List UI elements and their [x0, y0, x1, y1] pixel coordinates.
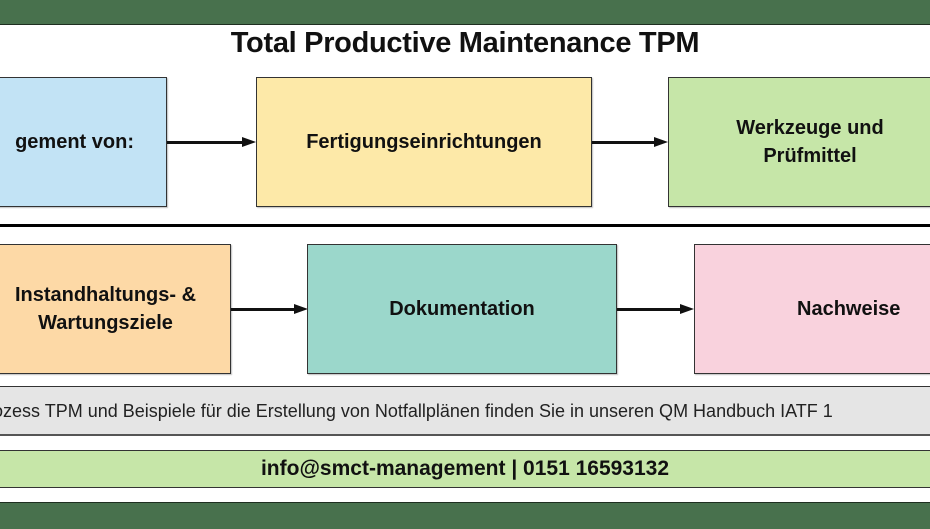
box-werkzeuge-pruefmittel: Werkzeuge und Prüfmittel: [668, 77, 930, 207]
arrow-right-icon: [592, 135, 668, 149]
contact-text: info@smct-management | 0151 16593132: [260, 457, 670, 480]
box-label: Dokumentation: [389, 298, 535, 320]
box-dokumentation: Dokumentation: [307, 244, 617, 374]
box-instandhaltungsziele: Instandhaltungs- & Wartungsziele: [0, 244, 231, 374]
top-band: [0, 0, 930, 25]
box-management-von: gement von:: [0, 77, 167, 207]
box-label: Fertigungseinrichtungen: [306, 131, 542, 153]
bottom-band: [0, 502, 930, 529]
box-label: Werkzeuge und Prüfmittel: [736, 117, 884, 167]
box-label: Nachweise: [797, 298, 901, 320]
info-bar: ozess TPM und Beispiele für die Erstellu…: [0, 386, 930, 436]
contact-bar: info@smct-management | 0151 16593132: [0, 450, 930, 488]
box-label: Instandhaltungs- & Wartungsziele: [14, 284, 197, 334]
arrow-right-icon: [231, 302, 308, 316]
section-divider: [0, 224, 930, 227]
box-label: gement von:: [15, 131, 134, 153]
info-text: ozess TPM und Beispiele für die Erstellu…: [0, 401, 833, 421]
arrow-right-icon: [617, 302, 694, 316]
box-nachweise: Nachweise: [694, 244, 930, 374]
diagram-title: Total Productive Maintenance TPM: [230, 27, 700, 59]
arrow-right-icon: [167, 135, 256, 149]
box-fertigungseinrichtungen: Fertigungseinrichtungen: [256, 77, 592, 207]
